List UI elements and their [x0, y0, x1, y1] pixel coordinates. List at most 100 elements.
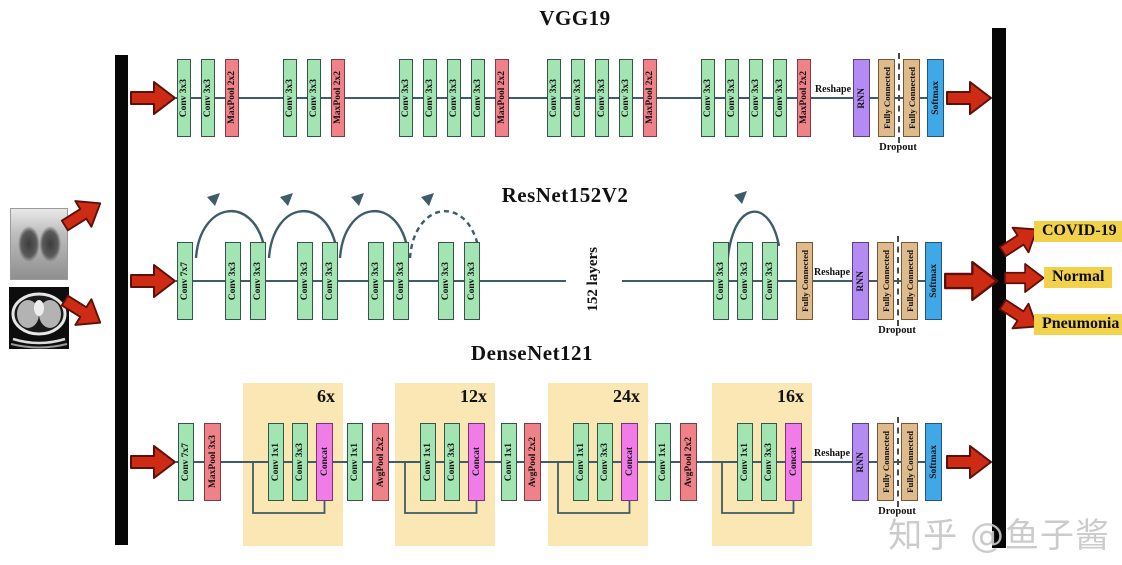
ct-scan-graphic [9, 287, 69, 349]
arrow-icon [60, 200, 102, 232]
layer-block-fc: Fully Connected [901, 242, 918, 320]
layer-label: Conv 7x7 [180, 261, 190, 301]
layer-block-conv: Conv 7x7 [178, 423, 194, 501]
layer-label: Concat [471, 447, 482, 477]
layer-block-softmax: Softmax [925, 423, 942, 501]
reshape-label: Reshape [813, 448, 851, 459]
dropout-divider [897, 417, 899, 507]
layers-count-label: 152 layers [578, 229, 608, 329]
layer-block-rnn: RNN [853, 59, 870, 137]
layer-block-pool: MaxPool 2x2 [643, 59, 657, 137]
arrow-icon [944, 260, 999, 302]
layer-block-concat: Concat [316, 423, 333, 501]
arrow-icon [130, 81, 176, 115]
layer-block-conv: Conv 1x1 [737, 423, 753, 501]
layer-block-conv: Conv 1x1 [501, 423, 517, 501]
layer-label: Conv 3x3 [751, 78, 761, 118]
layer-label: Conv 3x3 [703, 78, 713, 118]
row-title-vgg: VGG19 [539, 6, 611, 30]
layer-block-conv: Conv 3x3 [773, 59, 787, 137]
layer-label: Conv 3x3 [228, 261, 238, 301]
layer-block-conv: Conv 3x3 [250, 242, 266, 320]
layer-block-conv: Conv 3x3 [393, 242, 409, 320]
layer-block-concat: Concat [468, 423, 485, 501]
layer-block-concat: Concat [785, 423, 802, 501]
layer-label: Fully Connected [904, 250, 915, 312]
layer-block-fc: Fully Connected [878, 59, 895, 137]
layer-label: RNN [856, 87, 867, 109]
arrow-icon [130, 264, 176, 298]
dropout-label: Dropout [878, 506, 916, 517]
layer-label: MaxPool 2x2 [799, 71, 809, 125]
layer-label: MaxPool 3x3 [207, 435, 218, 489]
layer-label: Conv 3x3 [473, 78, 483, 118]
layer-label: Conv 3x3 [401, 78, 411, 118]
layer-block-pool: MaxPool 2x2 [225, 59, 239, 137]
layer-label: AvgPool 2x2 [375, 436, 386, 488]
layer-label: Conv 1x1 [504, 442, 514, 482]
layer-label: Conv 3x3 [727, 78, 737, 118]
layer-block-fc: Fully Connected [877, 242, 894, 320]
layer-label: MaxPool 2x2 [645, 71, 655, 125]
layer-label: Conv 1x1 [658, 442, 668, 482]
layer-block-conv: Conv 3x3 [701, 59, 715, 137]
layer-block-conv: Conv 1x1 [268, 423, 284, 501]
output-class-label: Normal [1044, 267, 1113, 288]
layer-label: Conv 3x3 [309, 78, 319, 118]
layer-label: Conv 3x3 [371, 261, 381, 301]
layer-block-pool: AvgPool 2x2 [372, 423, 389, 501]
layer-block-concat: Concat [621, 423, 638, 501]
layer-block-conv: Conv 3x3 [761, 423, 777, 501]
skip-arrowhead-icon [421, 193, 434, 206]
red-arrow-resnet-in [130, 261, 176, 301]
layer-label: Conv 3x3 [775, 78, 785, 118]
layer-block-conv: Conv 3x3 [713, 242, 729, 320]
watermark-text: 知乎 @鱼子酱 [888, 516, 1110, 556]
layer-block-fc: Fully Connected [901, 423, 918, 501]
skip-arrowhead-icon [280, 193, 293, 206]
layer-label: Softmax [928, 264, 939, 298]
layer-block-conv: Conv 3x3 [447, 59, 461, 137]
red-arrow-vgg-out [946, 78, 992, 118]
layer-label: Conv 3x3 [425, 78, 435, 118]
arrow-icon [130, 445, 176, 479]
layer-block-conv: Conv 3x3 [201, 59, 215, 137]
layer-label: RNN [855, 451, 866, 473]
layer-block-conv: Conv 3x3 [737, 242, 753, 320]
output-collector-bar [992, 28, 1006, 548]
arrow-icon [946, 445, 992, 479]
layer-label: Conv 1x1 [350, 442, 360, 482]
red-arrow-resnet-out [944, 257, 999, 304]
dense-block-repeat-label: 12x [460, 386, 487, 406]
layer-block-conv: Conv 3x3 [571, 59, 585, 137]
layer-label: MaxPool 2x2 [333, 71, 343, 125]
layer-block-conv: Conv 3x3 [368, 242, 384, 320]
dense-block-repeat-label: 24x [613, 386, 640, 406]
layer-label: AvgPool 2x2 [527, 436, 538, 488]
layer-label: Conv 3x3 [467, 261, 477, 301]
ct-scan-image [9, 287, 69, 349]
layer-block-conv: Conv 3x3 [597, 423, 613, 501]
arrow-icon [60, 294, 102, 326]
layer-label: Conv 1x1 [740, 442, 750, 482]
layer-label: AvgPool 2x2 [683, 436, 694, 488]
layer-label: Conv 3x3 [179, 78, 189, 118]
red-arrow-densenet-out [946, 442, 992, 482]
layer-block-conv: Conv 3x3 [595, 59, 609, 137]
layer-label: Conv 3x3 [295, 442, 305, 482]
layer-label: Fully Connected [904, 431, 915, 493]
layer-block-conv: Conv 3x3 [619, 59, 633, 137]
layer-block-conv: Conv 3x3 [423, 59, 437, 137]
layer-block-conv: Conv 7x7 [177, 242, 193, 320]
layer-block-softmax: Softmax [927, 59, 944, 137]
layer-block-conv: Conv 3x3 [225, 242, 241, 320]
skip-arrowhead-icon [734, 191, 747, 204]
layers-count-text: 152 layers [584, 246, 601, 312]
layer-label: Fully Connected [880, 431, 891, 493]
arrow-icon [998, 298, 1038, 330]
output-class-label: COVID-19 [1034, 221, 1122, 242]
layer-block-pool: MaxPool 2x2 [797, 59, 811, 137]
layer-label: Conv 3x3 [765, 261, 775, 301]
layer-label: Fully Connected [881, 67, 892, 129]
layer-label: MaxPool 2x2 [497, 71, 507, 125]
